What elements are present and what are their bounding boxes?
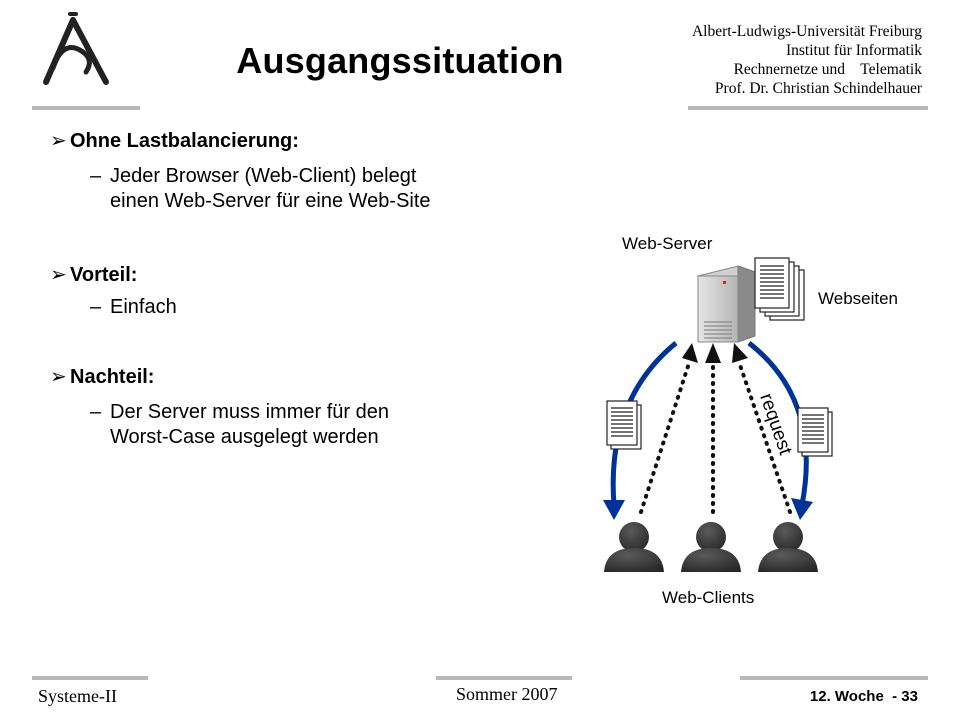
webseiten-label: Webseiten <box>818 289 899 308</box>
web-server-label: Web-Server <box>622 234 713 253</box>
footer-rule-right <box>740 676 928 680</box>
request-arrow-left <box>639 358 692 514</box>
university-logo-icon <box>43 12 109 85</box>
institution-block: Albert-Ludwigs-Universität Freiburg Inst… <box>692 22 922 98</box>
dash-bullet-icon: – <box>90 296 102 318</box>
request-arrowhead-icon <box>682 343 698 363</box>
arrow-bullet-icon: ➢ <box>50 366 67 388</box>
institution-line: Prof. Dr. Christian Schindelhauer <box>714 80 922 97</box>
header-rule-right <box>688 106 928 110</box>
document-icon <box>797 407 833 457</box>
bullet-heading: ➢Ohne Lastbalancierung: <box>50 130 299 152</box>
document-icon <box>606 400 642 450</box>
dash-bullet-icon: – <box>90 165 102 187</box>
server-icon <box>696 265 757 343</box>
web-clients-label: Web-Clients <box>662 588 755 607</box>
bullet-heading: ➢Nachteil: <box>50 366 155 388</box>
institution-line: Institut für Informatik <box>785 42 922 59</box>
footer-rule-left <box>32 676 148 680</box>
dash-bullet-icon: – <box>90 401 102 423</box>
footer-semester: Sommer 2007 <box>456 684 558 704</box>
footer-rule-center <box>436 676 572 680</box>
response-arrowhead-icon <box>603 500 625 520</box>
web-client-person-icon <box>604 522 664 572</box>
header-rule-left <box>32 106 140 110</box>
request-arrow-right <box>737 360 792 514</box>
load-diagram: request <box>603 257 833 572</box>
arrow-bullet-icon: ➢ <box>50 264 67 286</box>
web-client-person-icon <box>758 522 818 572</box>
footer-page-number: 12. Woche - 33 <box>809 688 918 705</box>
institution-line: Rechnernetze und Telematik <box>733 61 922 78</box>
web-client-person-icon <box>681 522 741 572</box>
bullet-sub: – Der Server muss immer für den Worst-Ca… <box>90 401 389 448</box>
document-stack-icon <box>754 257 805 321</box>
request-arrowhead-icon <box>732 343 748 363</box>
bullet-sub: – Jeder Browser (Web-Client) belegt eine… <box>90 165 431 212</box>
footer-course: Systeme-II <box>38 686 117 706</box>
bullet-sub: – Einfach <box>90 296 177 318</box>
arrow-bullet-icon: ➢ <box>50 130 67 152</box>
request-arrowhead-icon <box>705 343 721 363</box>
request-label: request <box>755 391 796 458</box>
bullet-heading: ➢Vorteil: <box>50 264 138 286</box>
institution-line: Albert-Ludwigs-Universität Freiburg <box>691 23 922 40</box>
slide-title: Ausgangssituation <box>236 40 564 81</box>
response-arrowhead-icon <box>791 498 813 520</box>
